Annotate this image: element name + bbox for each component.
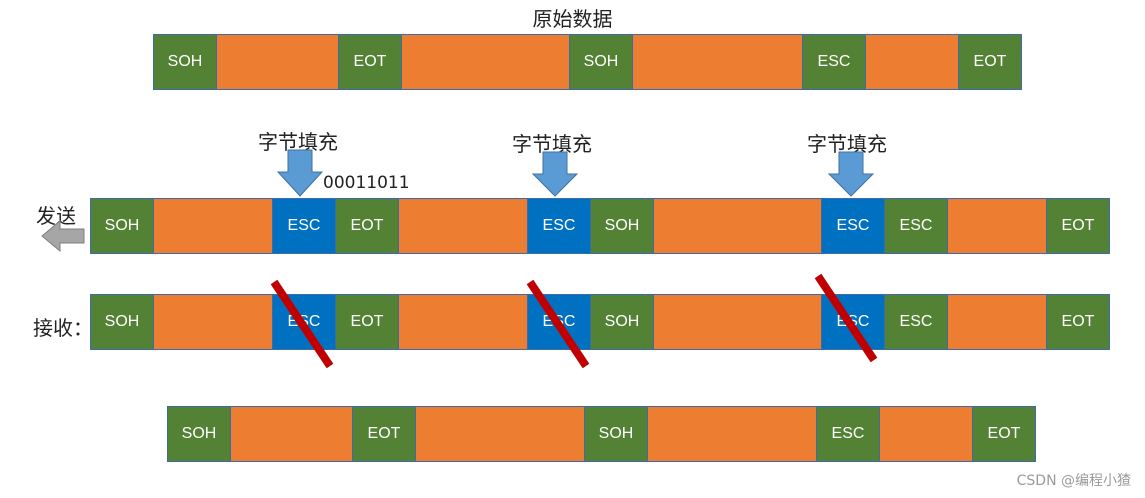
received-frame: SOH ESC EOT ESC SOH ESC ESC EOT [90, 294, 1110, 350]
sent-esc-stuffed-2: ESC [527, 198, 591, 254]
original-soh-2: SOH [569, 34, 633, 90]
result-eot-2: EOT [972, 406, 1036, 462]
received-esc-original: ESC [884, 294, 948, 350]
result-frame: SOH EOT SOH ESC EOT [167, 406, 1036, 462]
original-esc: ESC [802, 34, 866, 90]
watermark: CSDN @编程小猹 [1016, 473, 1131, 489]
stuffing-label-3: 字节填充 [807, 132, 887, 156]
stuffing-label-1: 字节填充 [258, 130, 338, 154]
original-eot-2: EOT [958, 34, 1022, 90]
received-esc-removed-2: ESC [527, 294, 591, 350]
sent-esc-stuffed-1: ESC [272, 198, 336, 254]
result-esc: ESC [816, 406, 880, 462]
sent-frame: SOH ESC EOT ESC SOH ESC ESC EOT [90, 198, 1110, 254]
sent-esc-stuffed-3: ESC [821, 198, 885, 254]
send-label: 发送 [36, 204, 76, 228]
received-eot-1: EOT [335, 294, 399, 350]
sent-eot-1: EOT [335, 198, 399, 254]
diagram-title: 原始数据 [532, 7, 613, 31]
down-arrow-icon [531, 151, 579, 197]
result-soh-1: SOH [167, 406, 231, 462]
result-soh-2: SOH [584, 406, 648, 462]
original-soh-1: SOH [153, 34, 217, 90]
received-esc-removed-1: ESC [272, 294, 336, 350]
down-arrow-icon [276, 149, 324, 197]
receive-label: 接收： [33, 316, 93, 340]
sent-esc-original: ESC [884, 198, 948, 254]
received-eot-2: EOT [1046, 294, 1110, 350]
sent-soh-2: SOH [590, 198, 654, 254]
sent-soh-1: SOH [90, 198, 154, 254]
original-frame: SOH EOT SOH ESC EOT [153, 34, 1022, 90]
down-arrow-icon [827, 151, 875, 197]
stuffing-label-2: 字节填充 [512, 132, 592, 156]
esc-binary-code: 00011011 [323, 173, 410, 193]
result-eot-1: EOT [352, 406, 416, 462]
original-eot-1: EOT [338, 34, 402, 90]
received-esc-removed-3: ESC [821, 294, 885, 350]
received-soh-2: SOH [590, 294, 654, 350]
received-soh-1: SOH [90, 294, 154, 350]
sent-eot-2: EOT [1046, 198, 1110, 254]
